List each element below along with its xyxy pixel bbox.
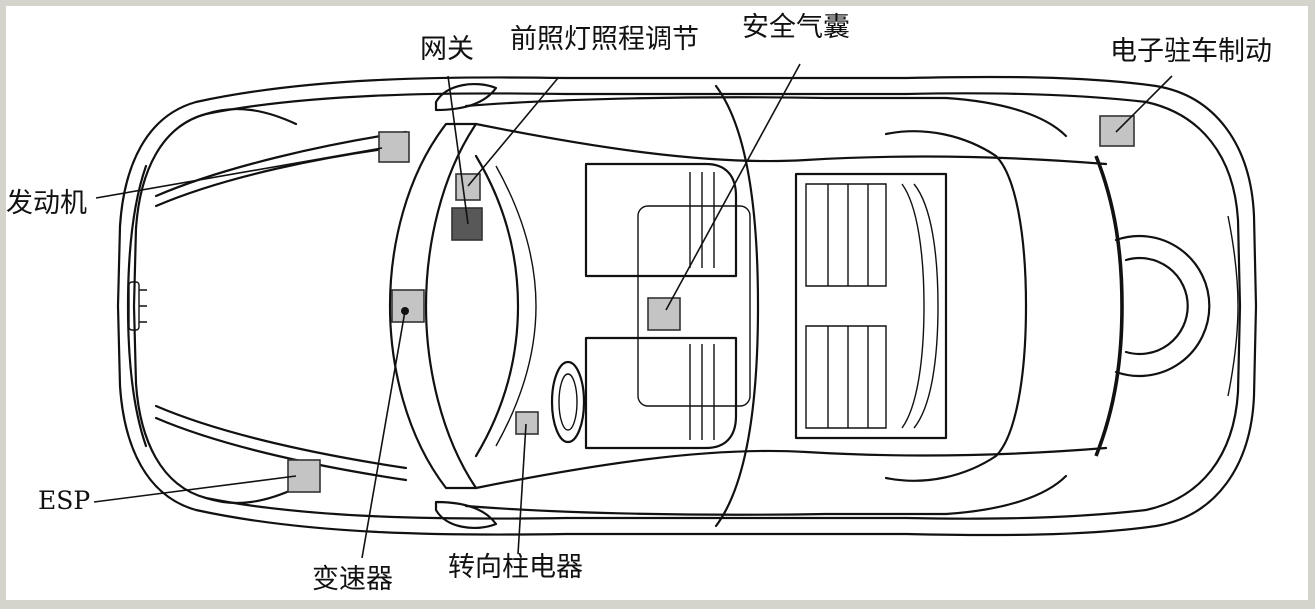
- roofline-bottom: [466, 506, 946, 515]
- cabin-frame-bottom: [476, 448, 1106, 488]
- airbag-leader: [666, 64, 800, 310]
- front-fender-top: [206, 109, 296, 124]
- gateway-label: 网关: [420, 34, 474, 65]
- cabin-frame-top: [476, 124, 1106, 164]
- steering-column-label: 转向柱电器: [448, 552, 583, 583]
- transmission-module: [392, 290, 424, 322]
- steering-column-module: [516, 412, 538, 434]
- engine-leader: [96, 148, 382, 198]
- hood-crease-top: [156, 146, 406, 206]
- mirror-left: [436, 84, 496, 110]
- transmission-label: 变速器: [312, 564, 393, 595]
- esp-label: ESP: [38, 486, 90, 515]
- front-seat-top: [586, 164, 736, 276]
- leader-lines: [94, 64, 1172, 558]
- labels: 发动机 网关 前照灯照程调节 安全气囊 电子驻车制动 ESP 变速器 转向柱电器: [6, 12, 1272, 595]
- trunk-emblem-inner: [1126, 258, 1188, 354]
- headlight-range-label: 前照灯照程调节: [510, 24, 699, 55]
- epb-label: 电子驻车制动: [1110, 36, 1272, 67]
- hood-crease-top-2: [156, 132, 406, 196]
- headlight-range-module: [456, 174, 480, 200]
- dashboard: [476, 156, 518, 456]
- transmission-leader: [362, 311, 405, 558]
- diagram-panel: 发动机 网关 前照灯照程调节 安全气囊 电子驻车制动 ESP 变速器 转向柱电器: [6, 6, 1308, 600]
- grille-slats: [139, 290, 147, 322]
- rear-window: [886, 131, 1026, 481]
- trunk-lid-line: [1096, 156, 1122, 456]
- c-pillar-top: [946, 98, 1066, 136]
- rear-bumper: [1228, 216, 1238, 396]
- steering-hub: [559, 374, 577, 430]
- engine-module: [379, 132, 409, 162]
- front-fender-bottom: [206, 488, 296, 503]
- car-topview-diagram: 发动机 网关 前照灯照程调节 安全气囊 电子驻车制动 ESP 变速器 转向柱电器: [6, 6, 1308, 600]
- front-seat-bottom: [586, 338, 736, 448]
- c-pillar-bottom: [946, 476, 1066, 514]
- mirror-right: [436, 502, 496, 528]
- hood-crease-bottom-2: [156, 418, 406, 480]
- rear-seats: [796, 174, 946, 438]
- trunk-emblem-outer: [1116, 236, 1209, 376]
- gateway-leader: [448, 76, 468, 224]
- airbag-module: [648, 298, 680, 330]
- engine-label: 发动机: [6, 188, 87, 219]
- airbag-label: 安全气囊: [742, 12, 850, 43]
- hood-crease-bottom: [156, 406, 406, 468]
